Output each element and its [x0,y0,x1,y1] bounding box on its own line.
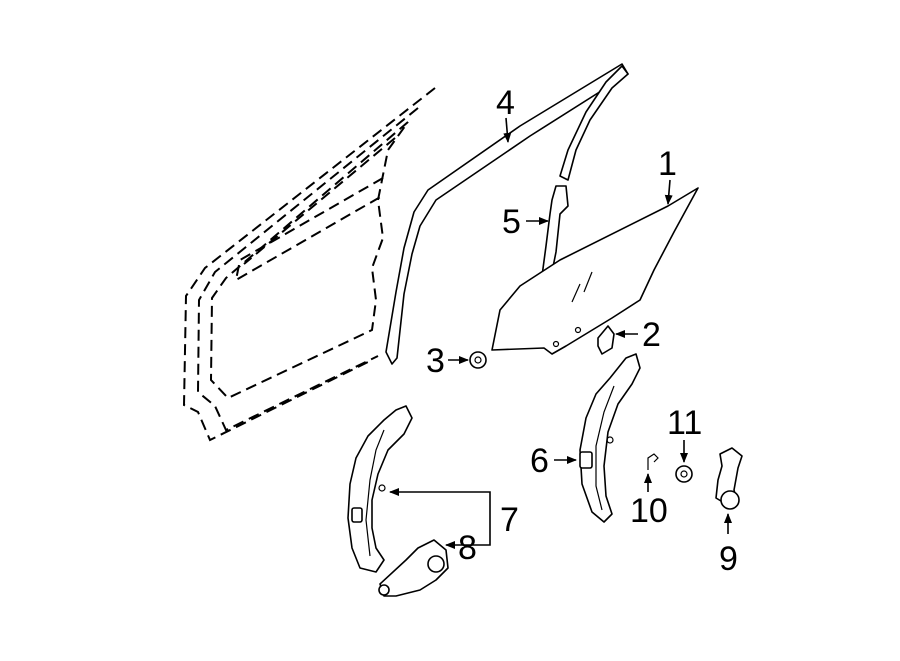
callout-6: 6 [530,442,549,480]
door-glass-icon [491,187,699,355]
leader-7-upper [389,488,491,518]
window-regulator-assembly-icon [579,353,641,523]
glass-clip-icon [597,325,615,355]
callout-4: 4 [496,84,515,122]
callout-11: 11 [667,404,703,442]
spring-clip-icon [647,453,659,470]
callout-1: 1 [658,145,677,183]
nut-icon [469,351,487,369]
callout-3: 3 [426,342,445,380]
leader-4 [503,117,512,143]
window-crank-handle-icon [715,447,743,510]
leader-1 [664,179,673,205]
callout-2: 2 [642,316,661,354]
leader-7-8 [445,518,491,549]
glass-run-channel-icon [385,63,629,365]
callout-7: 7 [500,501,519,539]
door-outline-icon [182,87,436,442]
callout-5: 5 [502,203,521,241]
callout-8: 8 [458,529,477,567]
callout-9: 9 [719,540,738,578]
regulator-motor-icon [378,539,449,597]
leader-lines [389,117,732,549]
window-regulator-icon [347,405,413,573]
washer-icon [675,465,693,483]
callout-10: 10 [630,492,668,530]
